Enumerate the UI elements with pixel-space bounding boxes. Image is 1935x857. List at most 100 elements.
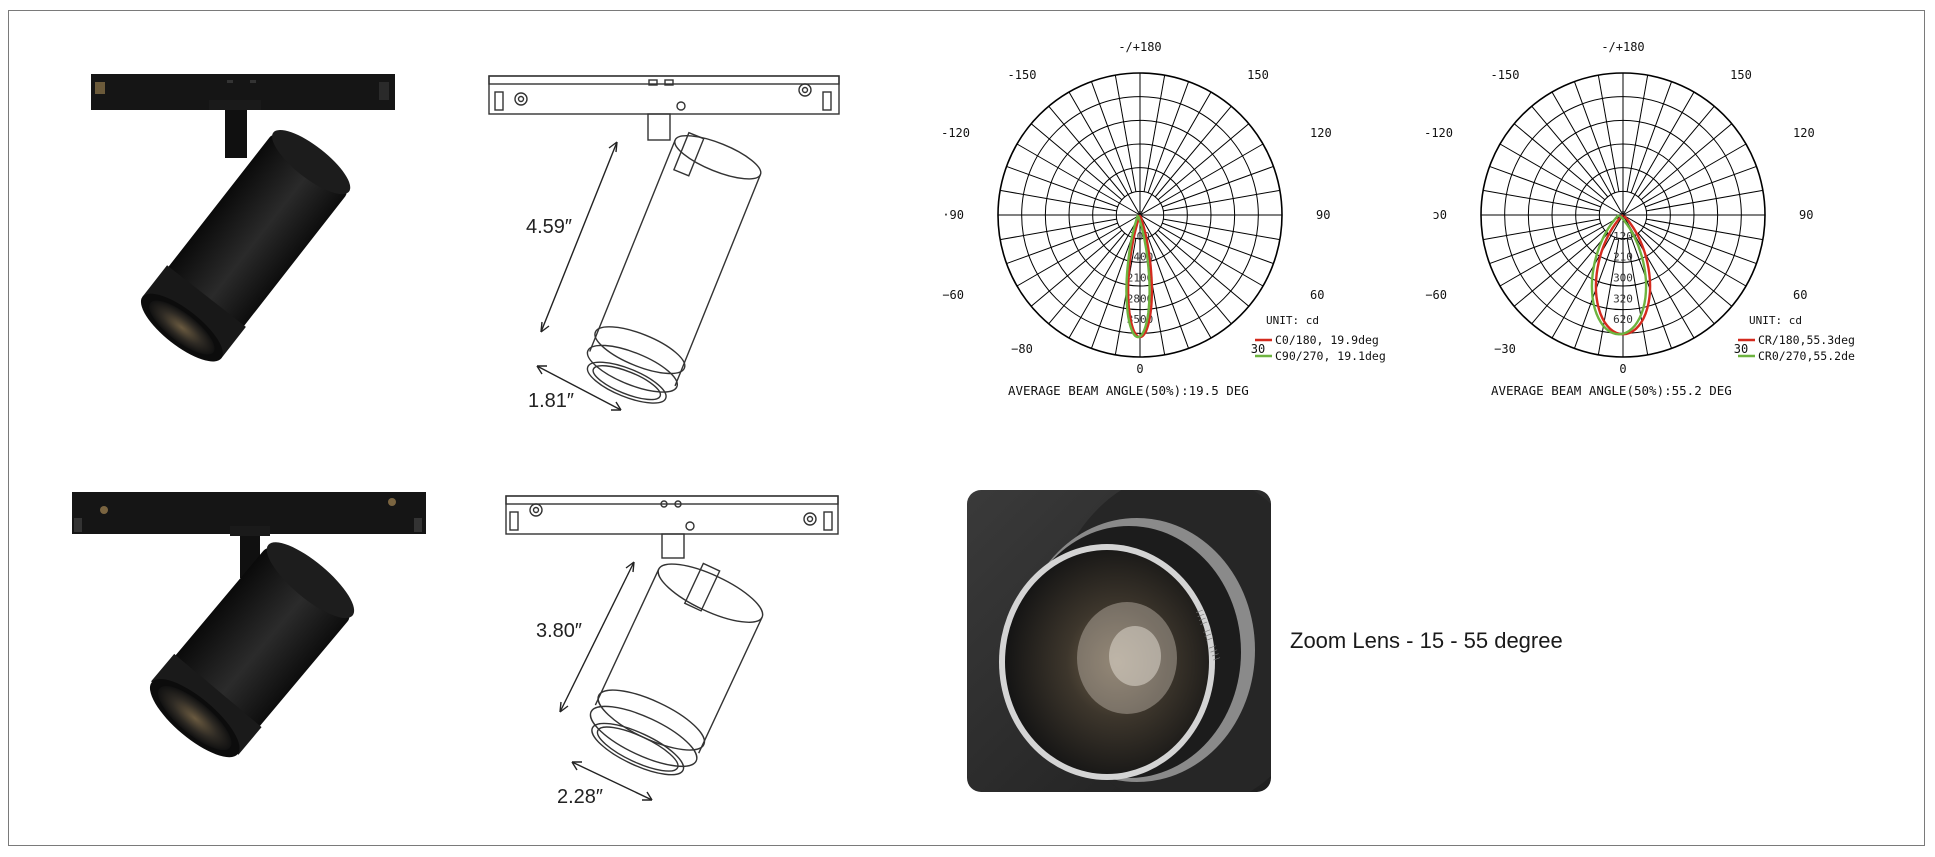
angle-label: −60 bbox=[942, 288, 964, 302]
polar-spoke bbox=[1000, 218, 1117, 241]
angle-label: 150 bbox=[1730, 68, 1752, 82]
angle-label: 60 bbox=[1793, 288, 1807, 302]
polar-spoke bbox=[1489, 222, 1601, 265]
angle-label: 120 bbox=[1310, 126, 1332, 140]
polar-spoke bbox=[1531, 105, 1609, 198]
polar-spoke bbox=[1551, 91, 1624, 216]
polar-spoke bbox=[1143, 75, 1166, 192]
polar-spoke bbox=[1162, 165, 1274, 208]
angle-label: -120 bbox=[1424, 126, 1453, 140]
angle-label: −30 bbox=[1494, 342, 1516, 356]
radial-label: 2800 bbox=[1127, 292, 1154, 305]
polar-spoke bbox=[1163, 218, 1280, 241]
polar-spoke bbox=[1157, 123, 1250, 201]
angle-label: -/+180 bbox=[1118, 40, 1161, 54]
angle-label: −80 bbox=[1011, 342, 1033, 356]
unit-label: UNIT: cd bbox=[1749, 314, 1802, 327]
polar-spoke bbox=[1068, 214, 1141, 339]
polar-spoke bbox=[1090, 81, 1133, 193]
dimension-width-label-1: 1.81″ bbox=[528, 390, 575, 412]
polar-spoke bbox=[1016, 143, 1141, 216]
polar-spoke bbox=[1147, 81, 1190, 193]
polar-spoke bbox=[1499, 143, 1624, 216]
polar-spoke bbox=[1513, 123, 1606, 201]
polar-spoke bbox=[1646, 218, 1763, 241]
radial-label: 300 bbox=[1613, 271, 1633, 284]
zoom-lens-photo: |||| ||| |||| bbox=[967, 490, 1271, 792]
angle-label: ɔ0 bbox=[1433, 208, 1447, 222]
polar-spoke bbox=[1573, 81, 1616, 193]
polar-spoke bbox=[1006, 165, 1118, 208]
polar-spoke bbox=[1630, 81, 1673, 193]
polar-spoke bbox=[1573, 237, 1616, 349]
polar-spoke bbox=[1489, 165, 1601, 208]
angle-label: 90 bbox=[1316, 208, 1330, 222]
angle-label: -/+180 bbox=[1601, 40, 1644, 54]
polar-spoke bbox=[1114, 75, 1137, 192]
polar-spoke bbox=[1640, 229, 1733, 307]
polar-spoke bbox=[1483, 189, 1600, 212]
polar-spoke bbox=[1139, 91, 1212, 216]
angle-label: -150 bbox=[1491, 68, 1520, 82]
polar-spoke bbox=[1154, 232, 1232, 325]
polar-spoke bbox=[1626, 75, 1649, 192]
polar-spoke bbox=[1048, 232, 1126, 325]
radial-label: 210 bbox=[1613, 251, 1633, 264]
polar-spoke bbox=[1068, 91, 1141, 216]
polar-spoke bbox=[1622, 214, 1747, 287]
angle-label: 150 bbox=[1247, 68, 1269, 82]
polar-spoke bbox=[1637, 105, 1715, 198]
polar-spoke bbox=[1000, 189, 1117, 212]
polar-spoke bbox=[1030, 123, 1123, 201]
polar-grid bbox=[997, 72, 1283, 358]
polar-spoke bbox=[1483, 218, 1600, 241]
beam-angle-footer: AVERAGE BEAM ANGLE(50%):19.5 DEG bbox=[1008, 383, 1249, 398]
product-drawing-2 bbox=[505, 495, 839, 801]
polar-spoke bbox=[1645, 222, 1757, 265]
polar-spoke bbox=[1499, 214, 1624, 287]
polar-spoke bbox=[1637, 232, 1715, 325]
polar-spoke bbox=[1030, 229, 1123, 307]
product-drawing-1 bbox=[488, 75, 840, 411]
angle-label: 30 bbox=[1734, 342, 1748, 356]
polar-spoke bbox=[1622, 91, 1695, 216]
dimension-height-label-2: 3.80″ bbox=[536, 620, 583, 642]
polar-spoke bbox=[1139, 214, 1264, 287]
polar-spoke bbox=[1513, 229, 1606, 307]
angle-label: -150 bbox=[1008, 68, 1037, 82]
legend-label: C90/270, 19.1deg bbox=[1275, 349, 1386, 363]
polar-spoke bbox=[1162, 222, 1274, 265]
angle-label: 120 bbox=[1793, 126, 1815, 140]
radial-label: 620 bbox=[1613, 313, 1633, 326]
polar-spoke bbox=[1630, 237, 1673, 349]
angle-label: -120 bbox=[941, 126, 970, 140]
product-photo-2 bbox=[72, 492, 426, 758]
angle-label: 90 bbox=[1799, 208, 1813, 222]
beam-curve bbox=[1125, 214, 1151, 339]
legend-label: C0/180, 19.9deg bbox=[1275, 333, 1379, 347]
polar-spoke bbox=[1006, 222, 1118, 265]
polar-spoke bbox=[1597, 238, 1620, 355]
angle-label: 0 bbox=[1619, 362, 1626, 376]
legend-label: CR0/270,55.2de bbox=[1758, 349, 1855, 363]
polar-spoke bbox=[1147, 237, 1190, 349]
polar-spoke bbox=[1645, 165, 1757, 208]
angle-label: 0 bbox=[1136, 362, 1143, 376]
dimension-width-label-2: 2.28″ bbox=[557, 786, 604, 808]
polar-spoke bbox=[1154, 105, 1232, 198]
polar-spoke bbox=[1090, 237, 1133, 349]
angle-label: 60 bbox=[1310, 288, 1324, 302]
radial-label: 320 bbox=[1613, 292, 1633, 305]
page-frame bbox=[8, 10, 1925, 846]
radial-label: 120 bbox=[1613, 230, 1633, 243]
radial-label: 2100 bbox=[1127, 271, 1154, 284]
zoom-lens-caption: Zoom Lens - 15 - 55 degree bbox=[1290, 628, 1563, 653]
polar-spoke bbox=[1640, 123, 1733, 201]
polar-spoke bbox=[1163, 189, 1280, 212]
polar-spoke bbox=[1048, 105, 1126, 198]
polar-spoke bbox=[1626, 238, 1649, 355]
polar-grid bbox=[1480, 72, 1766, 358]
angle-label: 30 bbox=[1251, 342, 1265, 356]
